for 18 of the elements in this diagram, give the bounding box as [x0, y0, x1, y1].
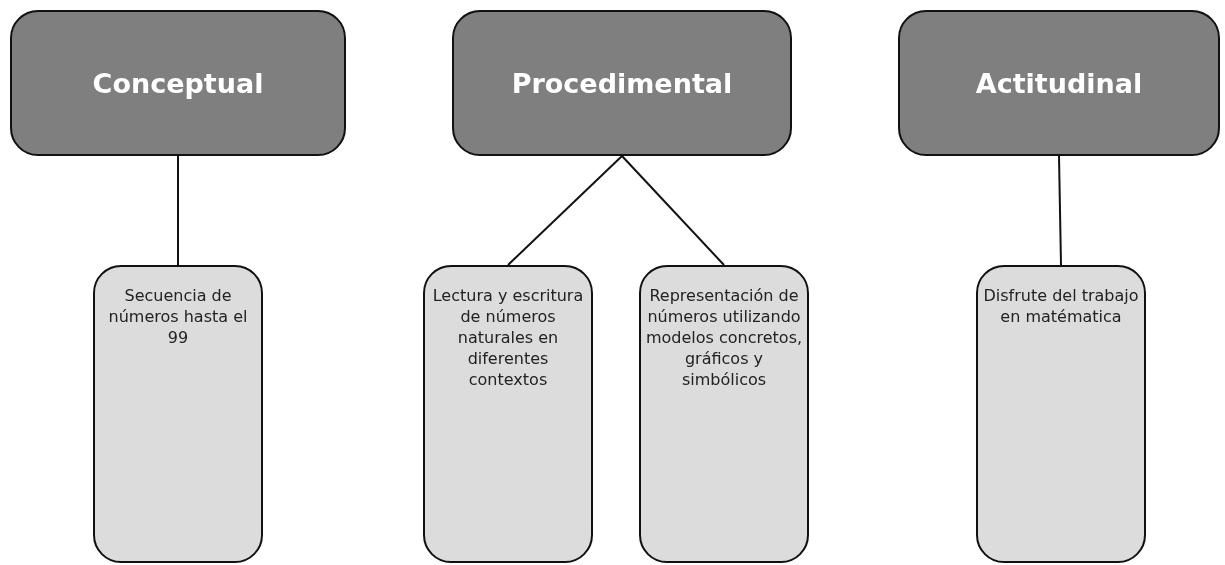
- category-title: Procedimental: [511, 67, 733, 99]
- category-title: Conceptual: [92, 67, 264, 99]
- content-box: [423, 265, 593, 563]
- category-box: [898, 10, 1220, 156]
- content-box: [976, 265, 1146, 563]
- connector-line: [507, 155, 623, 266]
- content-text: Secuencia de números hasta el 99: [107, 285, 249, 348]
- content-text: Disfrute del trabajo en matématica: [982, 285, 1140, 327]
- connector-line: [621, 155, 725, 266]
- connector-line: [1058, 155, 1062, 266]
- content-text: Representación de números utilizando modelos concretos, gráficos y simbólicos: [645, 285, 803, 390]
- category-title: Actitudinal: [975, 67, 1143, 99]
- content-text: Lectura y escritura de números naturales en diferentes contextos: [431, 285, 585, 390]
- content-box: [639, 265, 809, 563]
- content-box: [93, 265, 263, 563]
- category-box: [452, 10, 792, 156]
- category-box: [10, 10, 346, 156]
- connector-line: [177, 155, 179, 266]
